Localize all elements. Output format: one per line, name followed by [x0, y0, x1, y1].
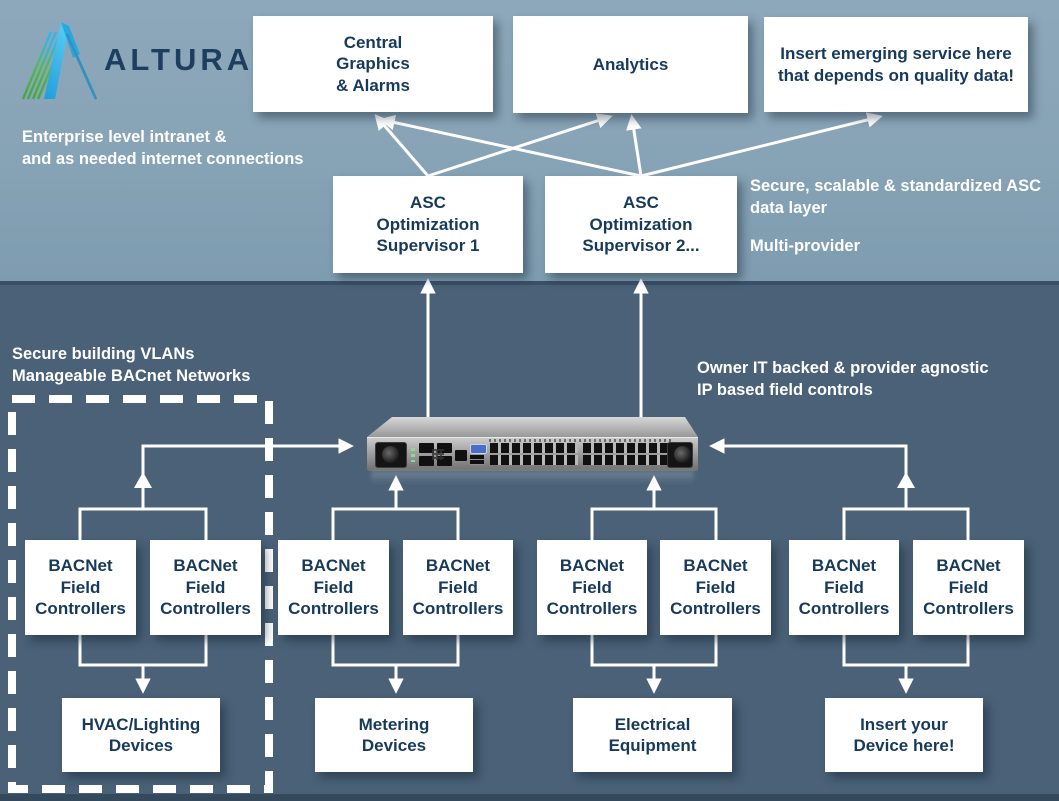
- caption-owner-it: Owner IT backed & provider agnostic IP b…: [697, 359, 989, 399]
- port-bank-row: [490, 455, 578, 465]
- port-bank-row: [583, 455, 671, 465]
- port-bank-row: [583, 443, 671, 453]
- bracket-up-group3: [590, 507, 718, 540]
- box-bacnet-field-controllers-3: BACNet Field Controllers: [278, 540, 389, 635]
- box-bacnet-field-controllers-8: BACNet Field Controllers: [913, 540, 1024, 635]
- secure-vlan-dashed-boundary: [8, 395, 273, 793]
- switch-top-face: [367, 417, 698, 437]
- arrow-group4-to-switch: [709, 438, 908, 509]
- box-emerging-service: Insert emerging service here that depend…: [764, 17, 1028, 112]
- status-led-icons: [411, 448, 415, 462]
- box-analytics: Analytics: [513, 16, 748, 113]
- power-socket-left-icon: [375, 442, 407, 468]
- power-socket-right-icon: [667, 442, 693, 468]
- mid-arrowhead-group4: [897, 472, 915, 488]
- bracket-down-group3: [590, 635, 718, 667]
- vent-holes-icon: [432, 449, 444, 460]
- port-bank-row: [490, 443, 578, 453]
- group-to-device-arrows: [135, 665, 914, 694]
- box-metering-devices: Metering Devices: [315, 698, 473, 772]
- box-electrical-equipment: Electrical Equipment: [573, 698, 732, 772]
- arrow-asc2-to-emerging: [640, 112, 883, 178]
- caption-multi-provider: Multi-provider: [750, 237, 860, 255]
- box-bacnet-field-controllers-4: BACNet Field Controllers: [403, 540, 513, 635]
- rj45-port-icon: [437, 456, 452, 466]
- caption-enterprise-intranet: Enterprise level intranet & and as neede…: [22, 128, 304, 168]
- switch-uplink-arrows: [420, 278, 649, 432]
- arrow-group1-to-switch: [141, 438, 354, 509]
- arrow-asc1-to-central: [374, 114, 430, 177]
- caption-asc-data-layer: Secure, scalable & standardized ASC data…: [750, 177, 1041, 217]
- box-bacnet-field-controllers-5: BACNet Field Controllers: [537, 540, 647, 635]
- switch-reflection: [371, 471, 694, 484]
- bracket-up-group4: [842, 507, 970, 540]
- box-bacnet-field-controllers-1: BACNet Field Controllers: [25, 540, 136, 635]
- box-insert-your-device: Insert your Device here!: [825, 698, 983, 772]
- bracket-down-group4: [842, 635, 970, 667]
- rj45-port-icon: [419, 456, 434, 466]
- arrow-asc1-to-analytics: [427, 113, 613, 178]
- box-central-graphics-alarms: Central Graphics & Alarms: [253, 16, 493, 112]
- caption-secure-building-vlans: Secure building VLANs Manageable BACnet …: [12, 345, 251, 385]
- vga-port-icon: [470, 444, 487, 454]
- rj45-port-icon: [419, 443, 434, 453]
- ethernet-port-icon: [455, 450, 467, 461]
- box-asc-supervisor-1: ASC Optimization Supervisor 1: [333, 176, 523, 273]
- altura-logo: ALTURA: [22, 20, 253, 100]
- brand-wordmark: ALTURA: [104, 42, 254, 77]
- box-hvac-lighting-devices: HVAC/Lighting Devices: [62, 698, 220, 772]
- group-to-switch-arrows: [134, 438, 915, 509]
- usb-ports-icon: [470, 455, 484, 465]
- footer-strip: [0, 794, 1059, 801]
- bracket-up-group1: [78, 507, 208, 540]
- region-divider: [0, 281, 1059, 285]
- mid-arrowhead-group1: [134, 472, 152, 488]
- network-switch-image: [367, 414, 698, 486]
- box-bacnet-field-controllers-7: BACNet Field Controllers: [789, 540, 899, 635]
- box-bacnet-field-controllers-6: BACNet Field Controllers: [660, 540, 771, 635]
- arrow-asc2-to-central: [379, 114, 642, 178]
- bracket-down-group1: [78, 635, 208, 667]
- bracket-down-group2: [331, 635, 460, 667]
- arrow-asc2-to-analytics: [626, 114, 643, 177]
- altura-logo-icon: [22, 22, 98, 100]
- bracket-up-group2: [331, 507, 460, 540]
- top-fan-arrows: [374, 112, 883, 178]
- vent-strip-icon: [489, 439, 672, 442]
- rj45-port-icon: [437, 443, 452, 453]
- switch-front-face: [367, 437, 698, 471]
- box-asc-supervisor-2: ASC Optimization Supervisor 2...: [545, 176, 737, 273]
- box-bacnet-field-controllers-2: BACNet Field Controllers: [150, 540, 261, 635]
